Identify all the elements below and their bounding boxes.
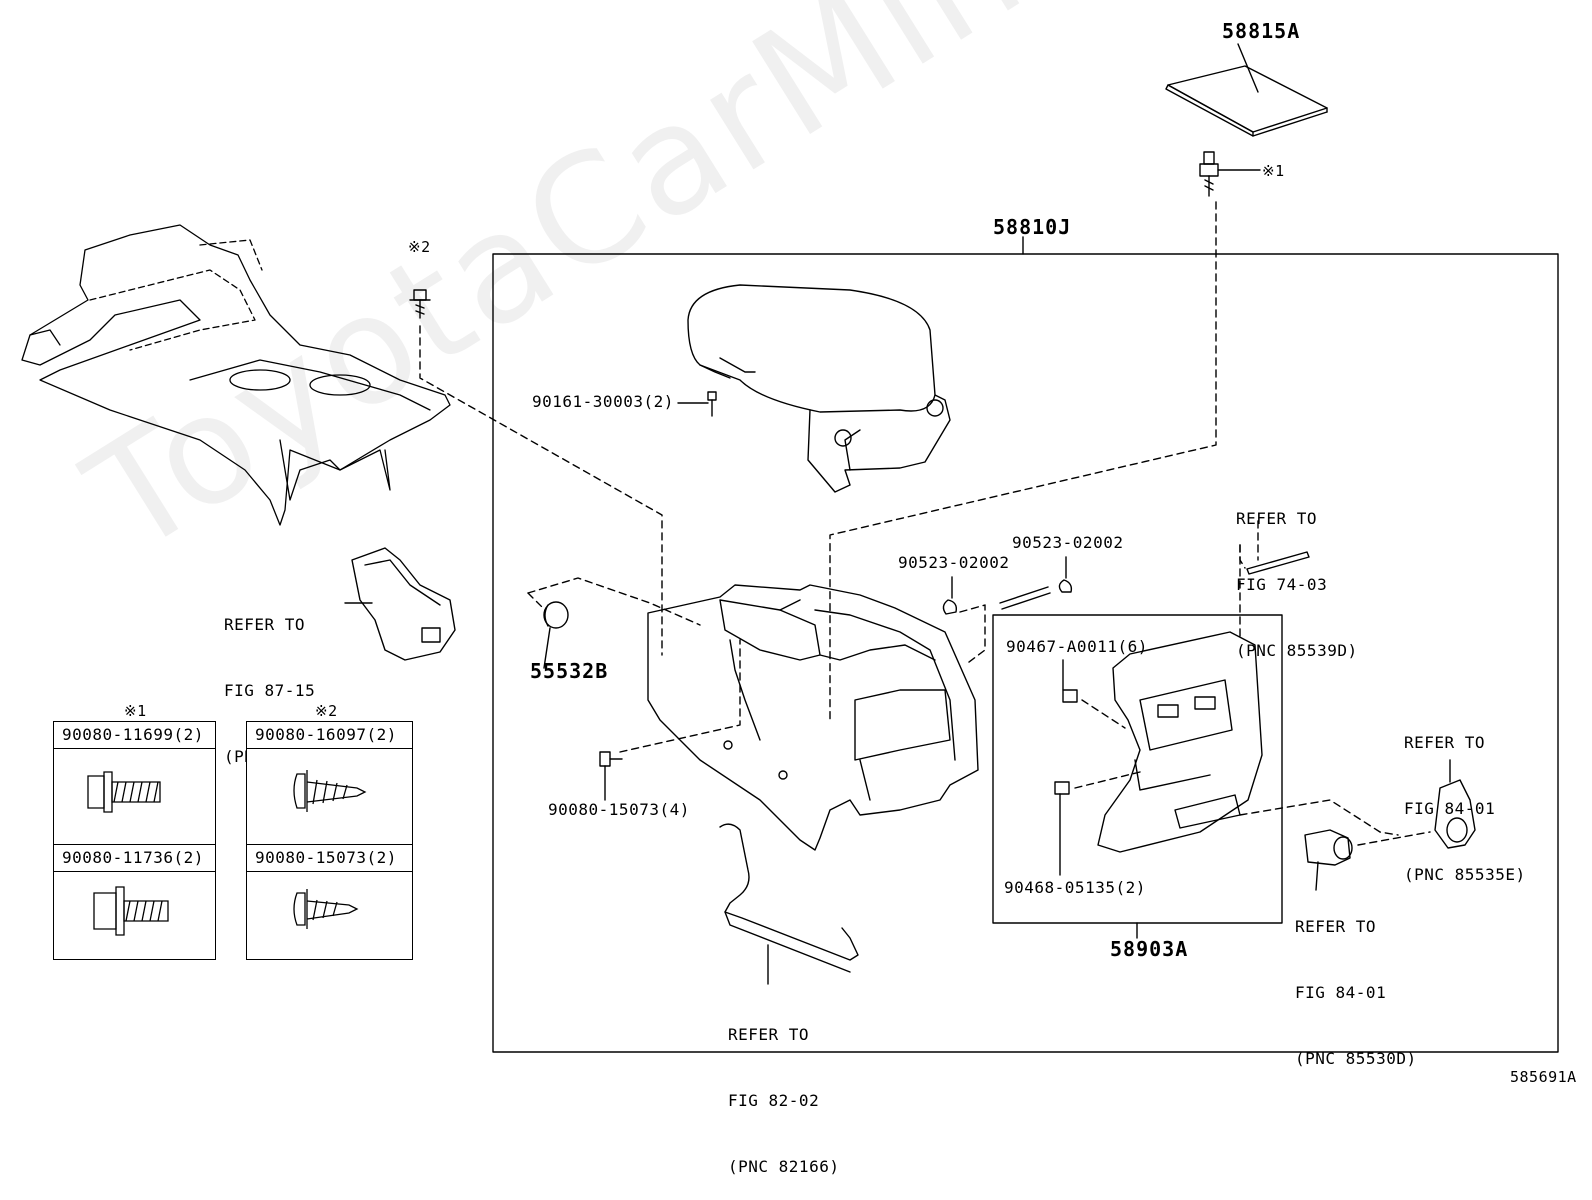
part-90467-A0011[interactable]: 90467-A0011(6) (1006, 637, 1148, 656)
assembly-box-58810J (493, 254, 1558, 1052)
bolt-mark1-top (1200, 152, 1260, 196)
part-90080-15073-main[interactable]: 90080-15073(4) (548, 800, 690, 819)
ref-fig82-line3: (PNC 82166) (728, 1157, 840, 1176)
ref-fig84b-line3: (PNC 85530D) (1295, 1049, 1417, 1068)
figure-code: 585691A (1510, 1068, 1577, 1086)
ref-fig74[interactable]: REFER TO FIG 74-03 (PNC 85539D) (1236, 464, 1358, 684)
ref-fig84b-line2: FIG 84-01 (1295, 983, 1387, 1002)
legend-11736-label: 90080-11736(2) (62, 848, 204, 867)
tapping-screw-icon (247, 750, 412, 846)
ref-fig74-line3: (PNC 85539D) (1236, 641, 1358, 660)
legend-16097-label: 90080-16097(2) (255, 725, 397, 744)
legend-mark1: ※1 (124, 702, 147, 720)
ref-fig84b[interactable]: REFER TO FIG 84-01 (PNC 85530D) (1295, 872, 1417, 1092)
legend-cell-16097[interactable]: 90080-16097(2) (246, 721, 413, 847)
armrest-lid (688, 285, 950, 492)
ref-fig84b-line1: REFER TO (1295, 917, 1377, 936)
mark2-label: ※2 (408, 238, 431, 256)
bar-fig74 (1240, 521, 1309, 640)
mark1-label: ※1 (1262, 162, 1285, 180)
bolt-90080-15073 (600, 752, 622, 800)
dash-leader-top-bolt (830, 202, 1216, 720)
harness-82166 (720, 824, 858, 984)
part-90523-02002-b[interactable]: 90523-02002 (1012, 533, 1124, 552)
legend-11699-label: 90080-11699(2) (62, 725, 204, 744)
ref-fig84a-line3: (PNC 85535E) (1404, 865, 1526, 884)
dash-nut-leader (1082, 700, 1125, 728)
part-90468-05135[interactable]: 90468-05135(2) (1004, 878, 1146, 897)
dash-console-left (620, 640, 740, 752)
ref-fig87-line1: REFER TO (224, 615, 306, 634)
dash-socket-link (1358, 832, 1430, 845)
legend-mark2: ※2 (315, 702, 338, 720)
clip-90523-b (1059, 557, 1071, 592)
part-55532B[interactable]: 55532B (530, 659, 609, 683)
legend-cell-11736[interactable]: 90080-11736(2) (53, 844, 216, 960)
legend-15073-label: 90080-15073(2) (255, 848, 397, 867)
part-58815A[interactable]: 58815A (1222, 19, 1301, 43)
sheet-58815A (1166, 44, 1327, 136)
dash-leader-screw-mark2 (420, 326, 662, 655)
ref-fig82[interactable]: REFER TO FIG 82-02 (PNC 82166) (728, 980, 839, 1200)
part-90523-02002-a[interactable]: 90523-02002 (898, 553, 1010, 572)
legend-cell-11699[interactable]: 90080-11699(2) (53, 721, 216, 847)
console-box-body (648, 585, 978, 850)
ref-fig82-line2: FIG 82-02 (728, 1091, 820, 1110)
ref-fig87-line2: FIG 87-15 (224, 681, 316, 700)
part-58810J[interactable]: 58810J (993, 215, 1072, 239)
nut-90467 (1063, 660, 1077, 702)
clip-90468 (1055, 782, 1069, 875)
ref-fig74-line1: REFER TO (1236, 509, 1318, 528)
clip-90523-a (943, 577, 956, 614)
ref-fig84a-line2: FIG 84-01 (1404, 799, 1496, 818)
part-90161-30003[interactable]: 90161-30003(2) (532, 392, 674, 411)
legend-cell-15073[interactable]: 90080-15073(2) (246, 844, 413, 960)
screw-90161 (678, 392, 716, 416)
socket-85535E (1435, 760, 1475, 848)
dash-clip-leader (960, 605, 985, 665)
ref-fig84a-line1: REFER TO (1404, 733, 1486, 752)
dash-console-top (528, 578, 700, 625)
part-58903A[interactable]: 58903A (1110, 937, 1189, 961)
dash-console-front (528, 593, 545, 610)
ref-fig74-line2: FIG 74-03 (1236, 575, 1328, 594)
washer-bolt-icon (54, 873, 215, 959)
ref-fig82-line1: REFER TO (728, 1025, 810, 1044)
screw-mark2 (410, 290, 430, 318)
pin-rod (1000, 587, 1050, 609)
cap-55532B (544, 602, 568, 668)
ref-fig84a[interactable]: REFER TO FIG 84-01 (PNC 85535E) (1404, 688, 1526, 908)
center-console-drawing (22, 225, 450, 525)
bracket-fig87 (345, 548, 455, 660)
socket-85530D (1305, 830, 1352, 890)
tapping-screw-small-icon (247, 873, 412, 959)
flange-bolt-icon (54, 750, 215, 846)
parts-diagram (0, 0, 1592, 1099)
dash-panel-to-socket (1240, 800, 1398, 835)
